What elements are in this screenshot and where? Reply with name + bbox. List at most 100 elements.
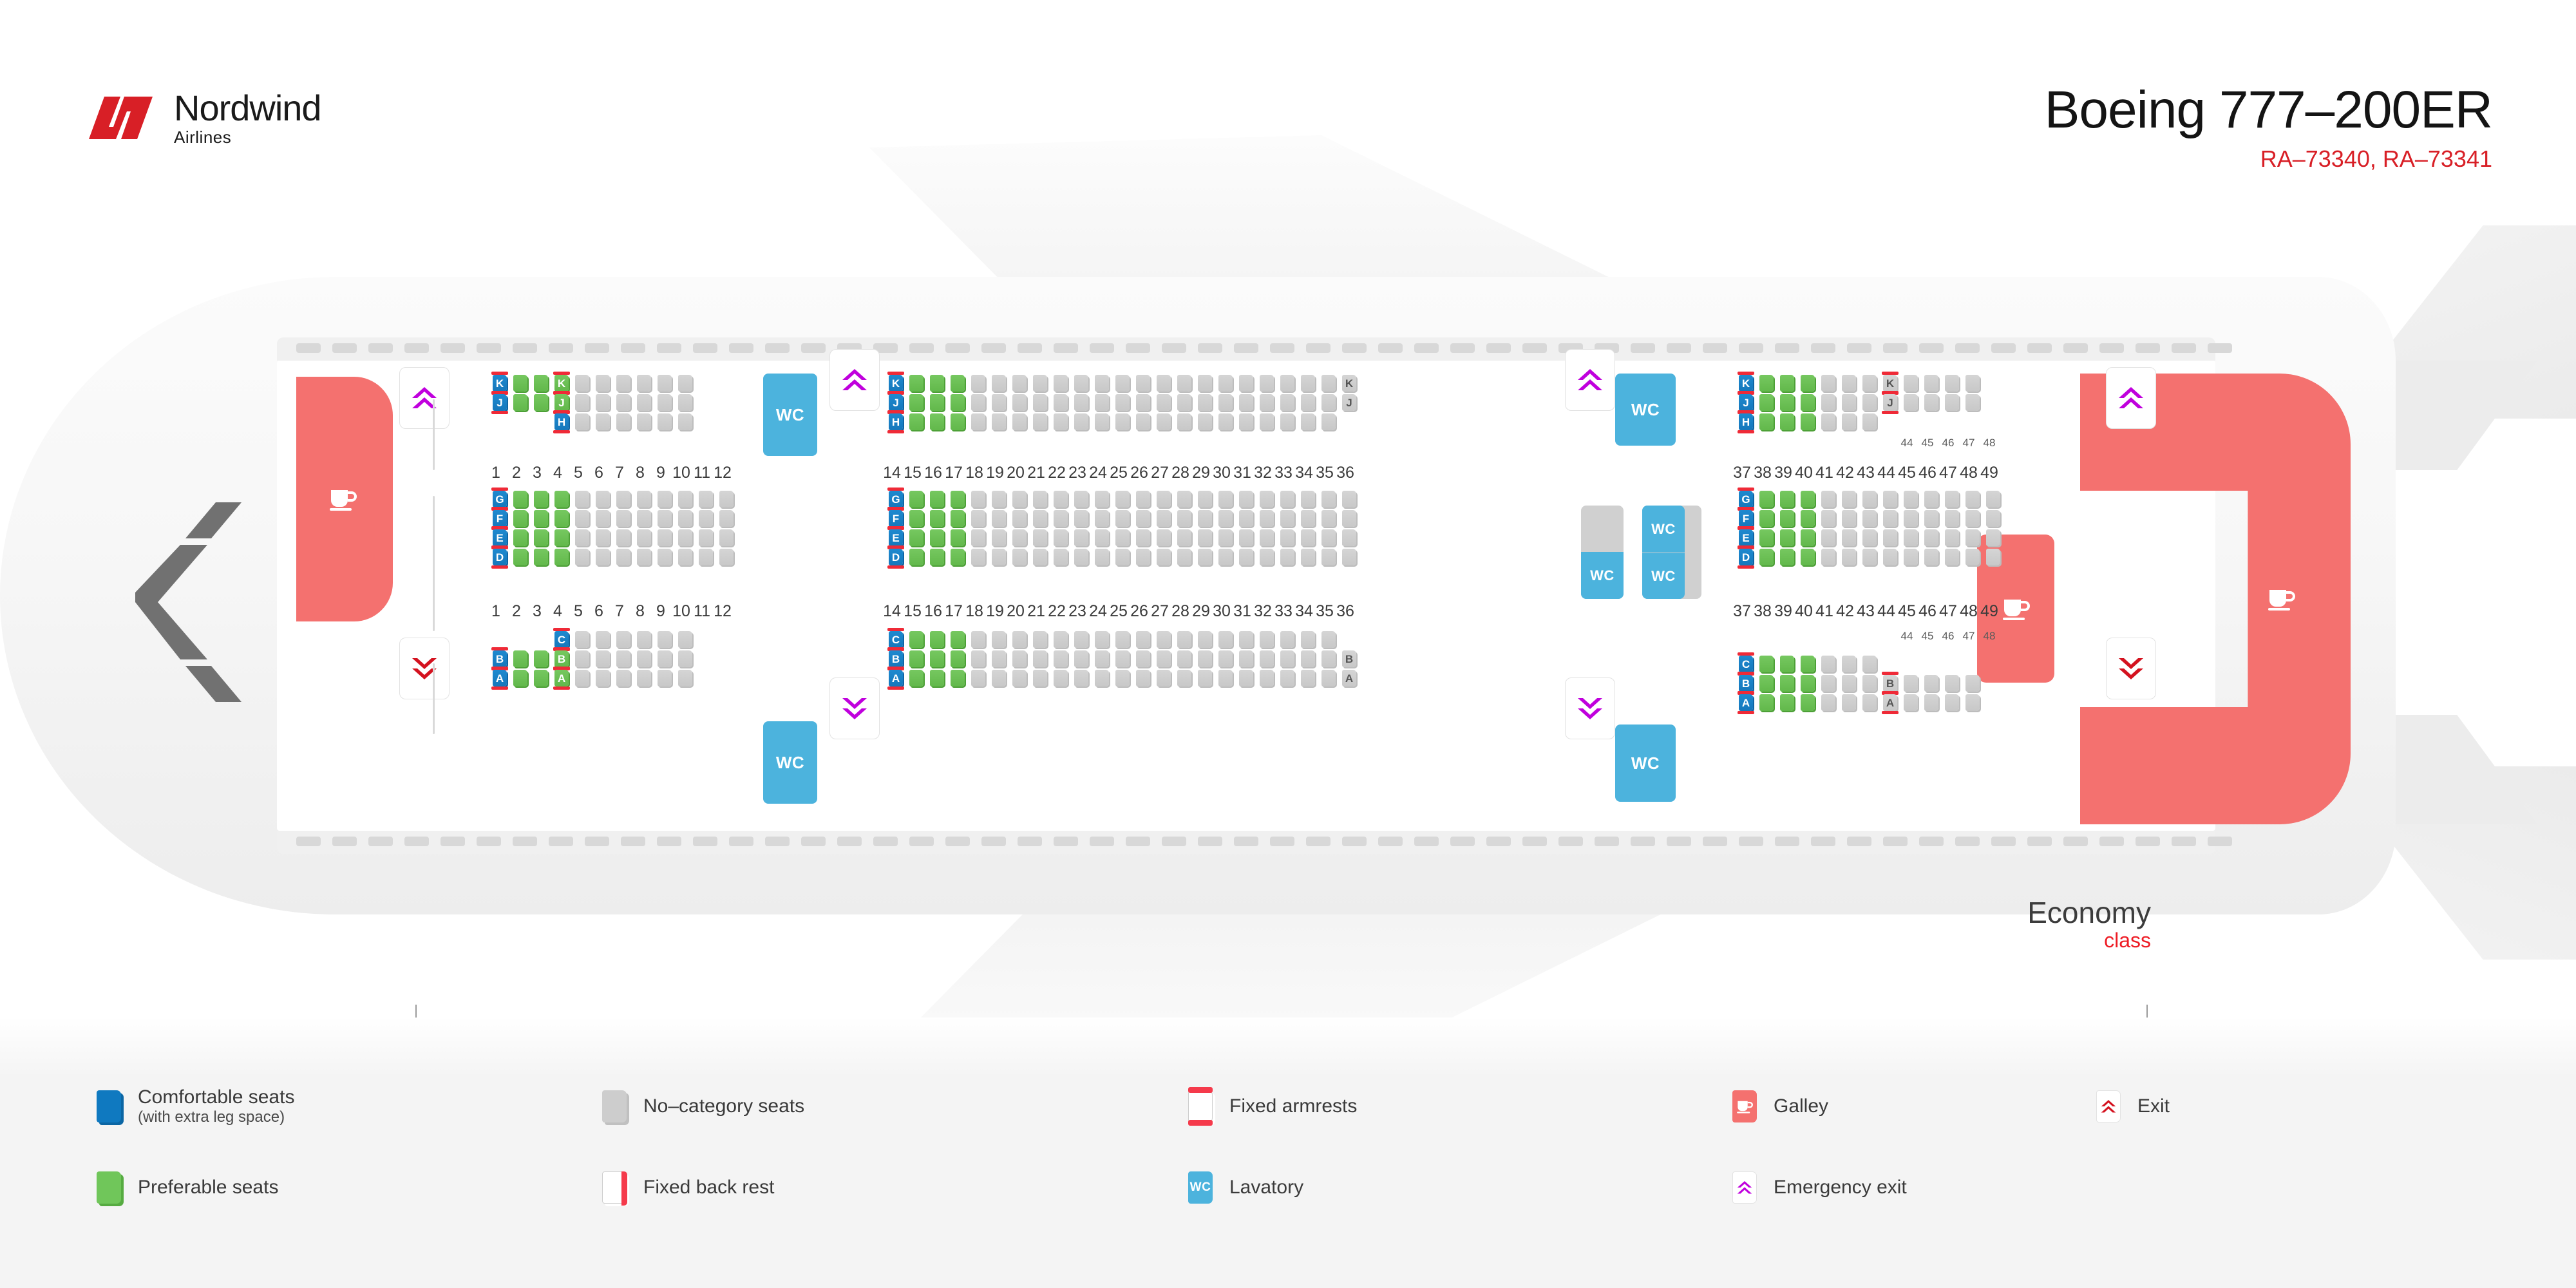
seat[interactable] (1177, 491, 1191, 507)
seat[interactable] (1012, 631, 1027, 648)
seat[interactable] (1136, 510, 1150, 527)
seat[interactable] (1801, 549, 1815, 565)
seat[interactable] (1033, 510, 1047, 527)
seat[interactable] (616, 650, 630, 667)
seat[interactable]: C (1738, 652, 1754, 676)
seat[interactable] (1054, 375, 1068, 392)
seat[interactable] (1074, 670, 1088, 687)
seat[interactable] (930, 549, 944, 565)
seat[interactable] (1177, 413, 1191, 430)
seat[interactable]: H (887, 410, 904, 433)
seat[interactable] (1801, 491, 1815, 507)
seat[interactable] (1301, 413, 1315, 430)
seat[interactable] (596, 413, 610, 430)
seat[interactable] (1759, 510, 1774, 527)
seat[interactable] (1842, 375, 1856, 392)
seat[interactable] (1842, 529, 1856, 546)
seat[interactable] (1924, 549, 1938, 565)
seat[interactable] (1033, 394, 1047, 411)
seat[interactable] (596, 631, 610, 648)
seat[interactable] (1821, 413, 1835, 430)
seat[interactable] (1054, 529, 1068, 546)
seat[interactable] (1904, 675, 1918, 692)
seat[interactable] (658, 413, 672, 430)
seat[interactable] (1780, 694, 1794, 711)
seat[interactable] (1177, 650, 1191, 667)
seat[interactable] (1321, 549, 1336, 565)
seat[interactable] (930, 529, 944, 546)
seat[interactable] (909, 510, 923, 527)
exit-front-left[interactable] (399, 638, 450, 699)
emergency-exit-front-left[interactable] (399, 367, 450, 429)
seat[interactable] (1801, 413, 1815, 430)
seat[interactable] (1157, 529, 1171, 546)
seat[interactable] (678, 650, 692, 667)
seat[interactable] (719, 491, 734, 507)
seat[interactable] (1945, 675, 1959, 692)
seat[interactable] (1301, 491, 1315, 507)
seat[interactable] (637, 375, 651, 392)
seat[interactable] (1157, 394, 1171, 411)
seat[interactable] (1218, 549, 1233, 565)
seat[interactable] (1862, 694, 1877, 711)
seat[interactable] (1136, 529, 1150, 546)
seat[interactable] (1924, 675, 1938, 692)
seat[interactable] (575, 510, 589, 527)
seat[interactable] (616, 491, 630, 507)
seat[interactable] (1074, 510, 1088, 527)
seat[interactable] (992, 670, 1006, 687)
seat[interactable] (1198, 631, 1212, 648)
seat[interactable]: B (887, 647, 904, 670)
seat[interactable] (1301, 394, 1315, 411)
seat[interactable] (1759, 413, 1774, 430)
seat[interactable] (1198, 529, 1212, 546)
seat[interactable] (1198, 413, 1212, 430)
seat[interactable] (1821, 694, 1835, 711)
seat[interactable] (658, 394, 672, 411)
seat[interactable] (1260, 529, 1274, 546)
seat[interactable] (1033, 650, 1047, 667)
seat[interactable] (1115, 491, 1130, 507)
seat[interactable] (1260, 413, 1274, 430)
seat[interactable]: E (887, 526, 904, 549)
seat[interactable] (1862, 529, 1877, 546)
seat[interactable] (616, 631, 630, 648)
seat[interactable] (1157, 631, 1171, 648)
seat[interactable] (1301, 650, 1315, 667)
seat[interactable] (1904, 549, 1918, 565)
seat[interactable] (1759, 549, 1774, 565)
seat[interactable] (1033, 670, 1047, 687)
seat[interactable]: J (1342, 394, 1356, 411)
seat[interactable] (992, 650, 1006, 667)
seat[interactable] (1239, 631, 1253, 648)
seat[interactable] (1986, 549, 2000, 565)
seat[interactable] (1177, 394, 1191, 411)
seat[interactable] (1924, 394, 1938, 411)
seat[interactable] (1074, 491, 1088, 507)
seat[interactable] (971, 650, 985, 667)
seat[interactable] (930, 413, 944, 430)
seat[interactable] (1095, 394, 1109, 411)
seat[interactable]: C (553, 628, 570, 651)
seat[interactable] (699, 510, 713, 527)
seat[interactable] (1239, 375, 1253, 392)
seat[interactable] (678, 631, 692, 648)
seat[interactable] (1012, 413, 1027, 430)
seat[interactable] (1012, 650, 1027, 667)
seat[interactable] (1924, 510, 1938, 527)
seat[interactable] (616, 510, 630, 527)
seat[interactable] (1986, 491, 2000, 507)
seat[interactable] (1301, 510, 1315, 527)
seat[interactable] (513, 375, 527, 392)
seat[interactable] (1759, 675, 1774, 692)
seat[interactable] (1074, 631, 1088, 648)
seat[interactable] (909, 491, 923, 507)
emergency-exit-mid-aft-upper[interactable] (1565, 349, 1615, 411)
seat[interactable] (1198, 510, 1212, 527)
seat[interactable] (971, 510, 985, 527)
lavatory-mid-upper[interactable]: WC (1615, 374, 1676, 446)
seat[interactable] (1095, 650, 1109, 667)
seat[interactable] (534, 375, 548, 392)
seat[interactable] (1157, 375, 1171, 392)
seat[interactable] (637, 631, 651, 648)
